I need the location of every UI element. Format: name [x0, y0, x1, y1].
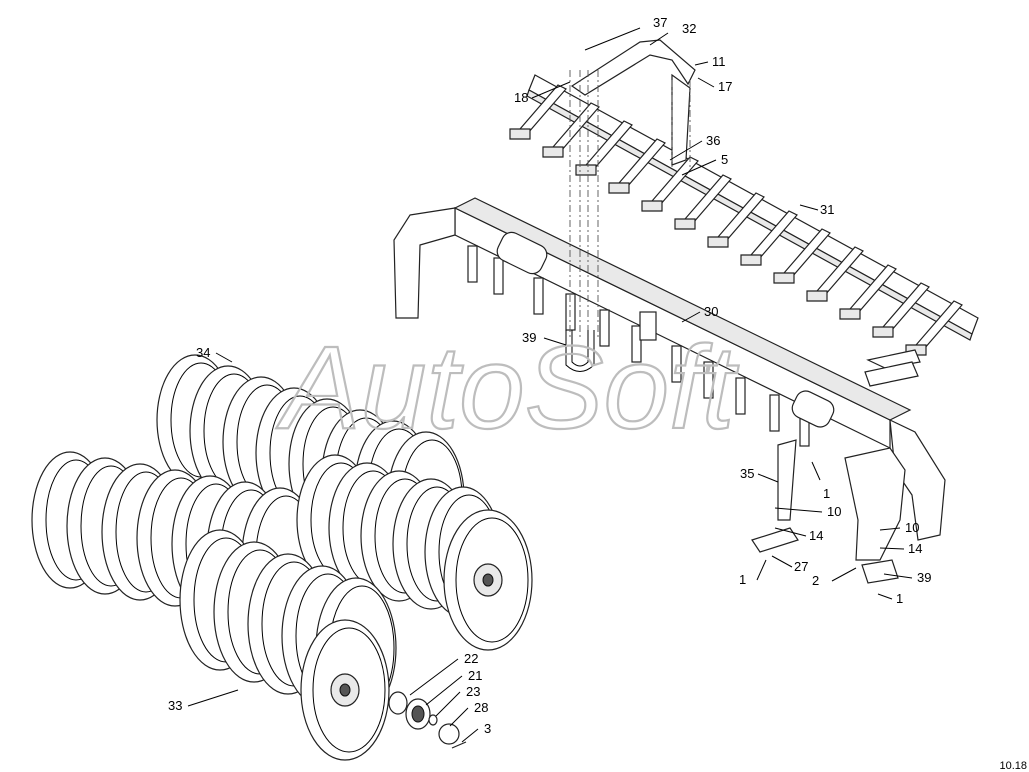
part-number-label: 22 — [464, 651, 478, 666]
part-number-label: 2 — [812, 573, 819, 588]
part-callout: 10 — [774, 504, 841, 519]
part-number-label: 39 — [917, 570, 931, 585]
part-number-label: 11 — [712, 54, 726, 69]
hub-parts — [388, 691, 467, 749]
shank — [769, 394, 780, 432]
part-callout: 21 — [425, 668, 482, 706]
part-number-label: 5 — [721, 152, 728, 167]
part-number-label: 37 — [653, 15, 667, 30]
part-number-label: 35 — [740, 466, 754, 481]
part-callout: 39 — [522, 330, 567, 346]
watermark-text: AutoSoft — [276, 322, 739, 454]
part-callout: 39 — [883, 570, 931, 585]
tine — [740, 210, 798, 266]
tine — [839, 264, 897, 320]
part-callout: 14 — [879, 541, 922, 556]
part-callout: 23 — [435, 684, 480, 717]
main-frame — [393, 197, 946, 561]
part-callout: 1 — [739, 559, 767, 587]
part-callout: 31 — [799, 202, 834, 217]
page-number: 10.18 — [999, 760, 1027, 772]
part-callout: 36 — [669, 133, 720, 161]
part-callout: 17 — [697, 77, 732, 94]
u-bolt — [565, 330, 595, 372]
tine — [806, 246, 864, 302]
part-callout: 10 — [879, 520, 919, 535]
part-callout: 3 — [461, 721, 491, 743]
part-number-label: 1 — [823, 486, 830, 501]
part-number-label: 21 — [468, 668, 482, 683]
shank — [735, 377, 746, 415]
part-number-label: 14 — [908, 541, 922, 556]
tine-bar-assembly — [509, 74, 979, 356]
part-number-label: 14 — [809, 528, 823, 543]
part-callout: 1 — [877, 591, 903, 606]
part-number-label: 18 — [514, 90, 528, 105]
part-callout: 30 — [681, 304, 718, 323]
tine — [773, 228, 831, 284]
disc-gang — [31, 354, 533, 761]
part-callout: 33 — [168, 689, 239, 713]
part-callout: 18 — [514, 81, 571, 105]
tine — [707, 192, 765, 248]
part-number-label: 1 — [739, 572, 746, 587]
front-disc — [443, 509, 533, 651]
mount-parts — [751, 349, 921, 584]
shank — [533, 277, 544, 315]
tine — [542, 102, 600, 158]
tine — [641, 156, 699, 212]
shank — [467, 245, 478, 283]
top-bracket — [570, 39, 696, 166]
part-callout: 2 — [812, 567, 857, 588]
shank — [493, 257, 504, 295]
part-number-label: 28 — [474, 700, 488, 715]
part-callout: 27 — [771, 555, 808, 574]
part-number-label: 10 — [905, 520, 919, 535]
part-number-label: 32 — [682, 21, 696, 36]
part-callout: 22 — [409, 651, 478, 696]
part-callout: 14 — [774, 527, 823, 543]
part-number-label: 39 — [522, 330, 536, 345]
part-callout: 28 — [449, 700, 488, 727]
front-disc — [300, 619, 390, 761]
part-callout: 35 — [740, 466, 779, 483]
shank — [631, 325, 642, 363]
part-number-label: 34 — [196, 345, 210, 360]
tine — [872, 282, 930, 338]
tine — [509, 84, 567, 140]
part-number-label: 33 — [168, 698, 182, 713]
assembly-lines — [569, 70, 691, 340]
part-number-label: 31 — [820, 202, 834, 217]
part-callout: 1 — [811, 461, 830, 501]
tine — [575, 120, 633, 176]
shank — [671, 345, 682, 383]
part-callout: 11 — [694, 54, 726, 69]
part-number-label: 30 — [704, 304, 718, 319]
part-number-label: 3 — [484, 721, 491, 736]
part-number-label: 10 — [827, 504, 841, 519]
tine — [608, 138, 666, 194]
shank — [565, 293, 576, 331]
part-number-label: 1 — [896, 591, 903, 606]
part-number-label: 36 — [706, 133, 720, 148]
part-callout: 5 — [681, 152, 728, 176]
tine — [674, 174, 732, 230]
part-number-label: 27 — [794, 559, 808, 574]
part-number-label: 17 — [718, 79, 732, 94]
part-number-label: 23 — [466, 684, 480, 699]
part-callout: 37 — [584, 15, 667, 51]
part-callout: 34 — [196, 345, 233, 363]
shank — [703, 361, 714, 399]
part-callout: 32 — [649, 21, 696, 46]
shank — [599, 309, 610, 347]
